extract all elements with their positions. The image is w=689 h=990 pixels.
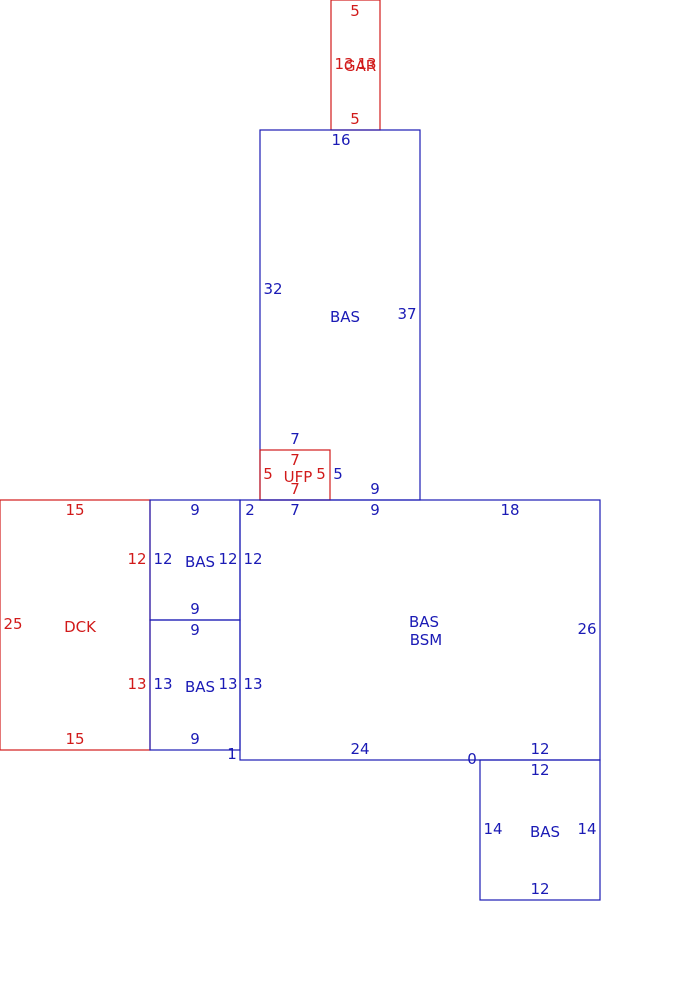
main-1-dim: 1: [227, 745, 237, 763]
main-bas-label: BAS: [409, 613, 439, 631]
left-bas-lower-label: BAS: [185, 678, 215, 696]
gar-left-dim: 13: [334, 55, 353, 73]
gar-top-dim: 5: [350, 2, 360, 20]
ll-bottom-dim: 9: [190, 730, 200, 748]
main-right-dim: 26: [577, 620, 596, 638]
main-9-dim: 9: [370, 501, 380, 519]
small-right-dim: 14: [577, 820, 596, 838]
main-bottom-12-dim: 12: [530, 740, 549, 758]
gar-label: GAR: [344, 57, 376, 75]
dck-top-dim: 15: [65, 501, 84, 519]
ufp-label: UFP: [284, 468, 313, 486]
lu-left-dim: 12: [153, 550, 172, 568]
main-18-dim: 18: [500, 501, 519, 519]
dck-right-upper-dim: 12: [127, 550, 146, 568]
small-bas-outline: [479, 759, 601, 901]
ufp-outer-right-dim: 5: [333, 465, 343, 483]
main-bas-outline: [239, 499, 601, 761]
main-2-dim: 2: [245, 501, 255, 519]
left-bas-upper-label: BAS: [185, 553, 215, 571]
upper-bottom-9-dim: 9: [370, 480, 380, 498]
upper-left-dim: 32: [263, 280, 282, 298]
lu-top-dim: 9: [190, 501, 200, 519]
ll-left-dim: 13: [153, 675, 172, 693]
dck-right-lower-dim: 13: [127, 675, 146, 693]
main-7-dim: 7: [290, 501, 300, 519]
ufp-bottom-dim: 7: [290, 480, 300, 498]
main-bottom-dim: 24: [350, 740, 369, 758]
lu-right-dim: 12: [218, 550, 237, 568]
upper-7-dim: 7: [290, 430, 300, 448]
main-left-upper-dim: 12: [243, 550, 262, 568]
small-top-dim: 12: [530, 761, 549, 779]
upper-bas-label: BAS: [330, 308, 360, 326]
small-bas-label: BAS: [530, 823, 560, 841]
gar-bottom-dim: 5: [350, 110, 360, 128]
gar-right-dim: 13: [357, 55, 376, 73]
small-bottom-dim: 12: [530, 880, 549, 898]
dck-bottom-dim: 15: [65, 730, 84, 748]
small-left-dim: 14: [483, 820, 502, 838]
ll-top-dim: 9: [190, 621, 200, 639]
ufp-left-dim: 5: [263, 465, 273, 483]
upper-top-dim: 16: [331, 131, 350, 149]
ll-right-dim: 13: [218, 675, 237, 693]
main-0-dim: 0: [467, 750, 477, 768]
dck-label: DCK: [64, 618, 97, 636]
main-left-lower-dim: 13: [243, 675, 262, 693]
dck-left-dim: 25: [3, 615, 22, 633]
bsm-label: BSM: [410, 631, 443, 649]
ufp-top-dim: 7: [290, 451, 300, 469]
ufp-right-dim: 5: [316, 465, 326, 483]
upper-right-dim: 37: [397, 305, 416, 323]
lu-bottom-dim: 9: [190, 600, 200, 618]
